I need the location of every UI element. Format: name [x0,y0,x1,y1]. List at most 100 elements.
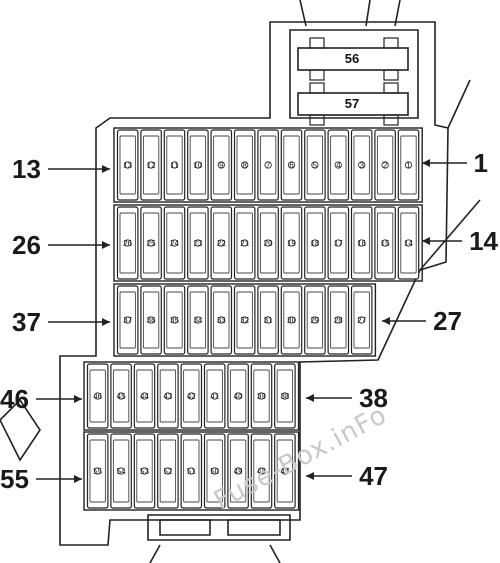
fuse-slot-outline [140,285,162,355]
fuse-terminal [287,316,296,324]
fuse-slot-20: 20 [257,206,279,280]
arrow-head-icon [306,394,314,402]
fuse-slot-outline [203,363,226,429]
fuse-body [400,135,417,195]
fuse-body [253,369,270,423]
fuse-number-13: 13 [123,161,132,170]
fuse-slot-outline [203,433,226,509]
callout-right-row-1: 1 [422,148,488,178]
callout-left-row-3: 37 [12,307,110,337]
fuse-body [189,135,207,195]
fuse-terminal [257,392,266,400]
fuse-slot-outline [116,206,139,280]
fuse-slot-outline [304,206,326,280]
fuse-number-11: 11 [170,161,179,170]
fuse-slot-4: 4 [327,129,350,201]
fuse-slot-45: 45 [110,363,132,429]
wire-harness-3 [394,0,401,27]
fuse-terminal [164,392,172,400]
fuse-body [229,369,247,423]
fuse-slot-42: 42 [180,363,203,429]
fuse-slot-outline [133,433,156,509]
fuse-terminal [234,467,242,475]
callout-number-13: 13 [12,154,41,184]
fuse-number-43: 43 [163,392,172,401]
fuse-terminal [140,467,149,475]
fuse-number-2: 2 [383,161,388,170]
fuse-body [353,135,370,195]
callout-number-47: 47 [359,461,388,491]
arrow-head-icon [306,472,314,480]
fuse-body [206,369,223,423]
fuse-terminal [217,239,225,247]
fuse-terminal [257,467,266,475]
fuse-slot-13: 13 [116,129,139,201]
fuse-slot-53: 53 [133,433,156,509]
fuse-slot-outline [257,206,279,280]
fuse-body [142,135,160,195]
fuse-slot-3: 3 [350,129,373,201]
fuse-slot-outline [280,285,303,355]
fuse-terminal [264,316,272,324]
fuse-slot-outline [233,206,256,280]
fuse-slot-16: 16 [350,206,373,280]
fuse-body [89,439,106,503]
fuse-slot-outline [157,433,179,509]
fuse-number-24: 24 [170,239,179,248]
fuse-body [213,291,230,349]
fuse-slot-7: 7 [257,129,279,201]
fuse-terminal [234,392,242,400]
fuse-terminal [147,161,155,169]
fuse-terminal [194,316,202,324]
fuse-slot-32: 32 [233,285,256,355]
fuse-slot-outline [110,363,132,429]
fuse-number-14: 14 [404,239,413,248]
fuse-body [276,439,294,503]
fuse-number-50: 50 [210,467,219,476]
fuse-number-34: 34 [193,316,202,325]
fuse-slot-outline [304,129,326,201]
fuse-number-15: 15 [381,239,390,248]
fuse-body [229,439,247,503]
callout-left-row-5: 55 [0,464,82,494]
fuse-number-25: 25 [147,239,156,248]
arrow-head-icon [382,317,390,325]
fuse-terminal [217,316,225,324]
fuse-slot-outline [180,363,203,429]
fuse-terminal [381,239,389,247]
fuse-terminal [147,239,155,247]
fuse-slot-outline [250,433,273,509]
callout-number-1: 1 [474,148,488,178]
fuse-terminal [211,392,219,400]
fuse-slot-outline [397,206,420,280]
fuse-slot-34: 34 [187,285,209,355]
fuse-terminal [117,392,125,400]
callout-number-46: 46 [0,384,29,414]
arrow-head-icon [74,395,82,403]
callout-number-27: 27 [433,306,462,336]
fuse-slot-46: 46 [86,363,109,429]
callout-number-55: 55 [0,464,29,494]
fuse-body [206,439,223,503]
fuse-slot-43: 43 [157,363,179,429]
fuse-terminal [187,392,195,400]
fuse-slot-outline [250,363,273,429]
relay-56: 56 [297,37,409,81]
fuse-slot-33: 33 [210,285,233,355]
wire-harness-2 [365,0,371,27]
fuse-slot-44: 44 [133,363,156,429]
fuse-slot-outline [180,433,203,509]
fuse-slot-outline [140,206,162,280]
fuse-row-frame [113,204,423,282]
fuse-terminal [170,161,179,169]
fuse-slot-40: 40 [227,363,249,429]
fuse-slot-outline [86,363,109,429]
fuse-body [283,291,300,349]
fuse-number-16: 16 [357,239,366,248]
fuse-terminal [334,316,342,324]
fuse-body [283,135,300,195]
fuse-slot-47: 47 [274,433,296,509]
fuse-body [159,439,177,503]
fuse-number-3: 3 [359,161,364,170]
